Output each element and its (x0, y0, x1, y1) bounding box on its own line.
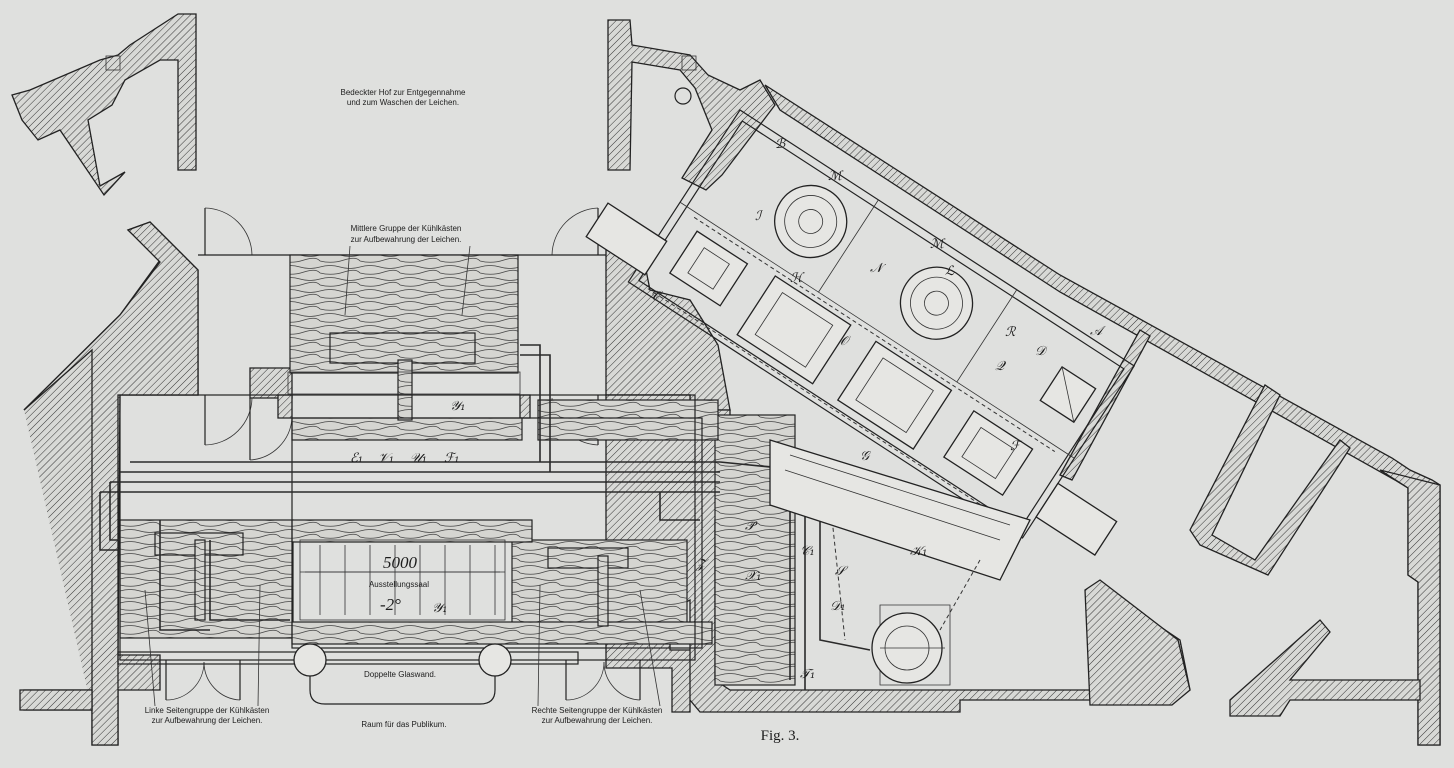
public-room-label: Raum für das Publikum. (361, 720, 446, 729)
left-group-label-line1: Linke Seitengruppe der Kühlkästen (145, 706, 270, 715)
middle-group-label-line2: zur Aufbewahrung der Leichen. (351, 235, 462, 244)
letter-v: 𝒱₁ (378, 451, 394, 466)
walls (11, 13, 1441, 746)
letter-b: ℬ (775, 137, 786, 152)
letter-d2: 𝒟 (1035, 344, 1048, 359)
letter-h: ℋ (790, 271, 805, 286)
refrigeration-pipes (99, 344, 961, 690)
courtyard-label-line1: Bedeckter Hof zur Entgegennahme (341, 88, 467, 97)
letter-c1: 𝒞₁ (800, 544, 815, 559)
letter-y-bottom: 𝒴₁ (432, 601, 447, 616)
right-group-label-line1: Rechte Seitengruppe der Kühlkästen (532, 706, 663, 715)
letter-l: ℒ (945, 264, 955, 279)
letter-o: 𝒪 (840, 334, 852, 349)
plan-letters: 𝒴₁ 𝒴₁ ℰ₁ 𝒱₁ 𝒰₁ ℱ₁ 𝒵 𝒳₁ 𝒦₁ 𝒫 𝒞₁ 𝒮 𝒟₁ 𝒯₁ ℬ… (350, 137, 1106, 682)
letter-f: ℱ₁ (444, 451, 459, 466)
letter-z: 𝒵 (695, 557, 709, 572)
letter-i: ℐ (755, 209, 763, 224)
letter-y-top: 𝒴₁ (450, 399, 465, 414)
letter-m2: ℳ (930, 237, 946, 252)
temperature-label: -2° (380, 595, 401, 614)
letter-k: 𝒦₁ (910, 544, 927, 559)
letter-g: 𝒢 (860, 449, 872, 464)
pump-area (105, 55, 1031, 686)
room-outlines (117, 371, 703, 705)
dimension-5000: 5000 (383, 553, 418, 572)
glass-wall-label: Doppelte Glaswand. (364, 670, 436, 679)
letter-e: ℰ₁ (350, 451, 363, 466)
letter-s: 𝒮 (835, 564, 849, 579)
courtyard-label-line2: und zum Waschen der Leichen. (347, 98, 459, 107)
hall-label: Ausstellungssaal (369, 580, 429, 589)
right-group-label-line2: zur Aufbewahrung der Leichen. (542, 716, 653, 725)
letter-n: 𝒩 (870, 261, 887, 276)
letter-d: 𝒟₁ (830, 599, 846, 614)
labels: Bedeckter Hof zur Entgegennahme und zum … (144, 88, 800, 744)
middle-group-label-line1: Mittlere Gruppe der Kühlkästen (351, 224, 462, 233)
left-group-label-line2: zur Aufbewahrung der Leichen. (152, 716, 263, 725)
letter-t: 𝒯₁ (800, 667, 815, 682)
letter-q: 𝒬 (995, 359, 1007, 374)
letter-f2: ℱ (1010, 439, 1023, 454)
letter-u: 𝒰₁ (410, 451, 427, 466)
cooling-boxes (119, 254, 796, 686)
machine-room (585, 109, 1136, 556)
letter-m1: ℳ (828, 169, 844, 184)
figure-caption: Fig. 3. (761, 728, 800, 744)
letter-x: 𝒳₁ (745, 569, 761, 584)
letter-r: ℛ (1005, 325, 1017, 340)
letter-a: 𝒜 (1090, 324, 1106, 339)
